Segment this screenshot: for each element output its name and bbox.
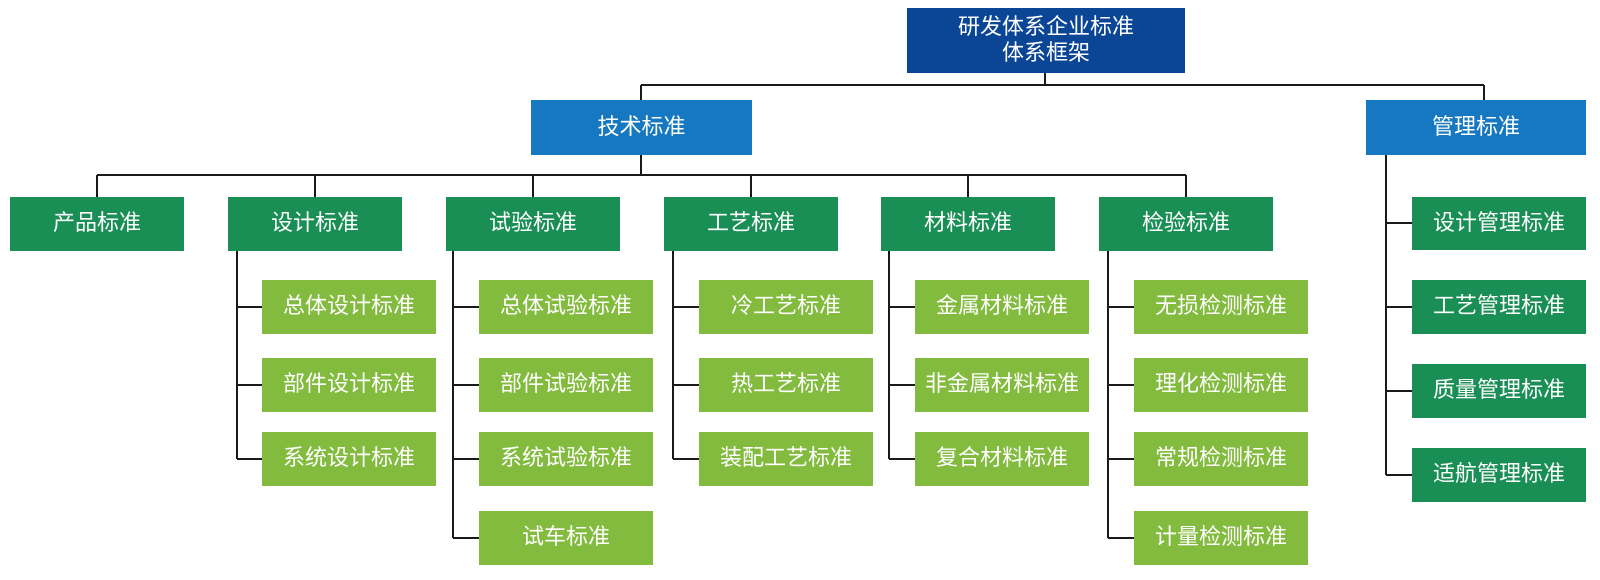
item-composite-material-standard: 复合材料标准 bbox=[915, 432, 1089, 486]
item-assembly-process-standard: 装配工艺标准 bbox=[699, 432, 873, 486]
root-title-line-2: 体系框架 bbox=[1001, 40, 1090, 66]
item-metrology-inspection-standard: 计量检测标准 bbox=[1134, 511, 1308, 565]
item-system-design-standard: 系统设计标准 bbox=[262, 432, 436, 486]
item-hot-process-standard: 热工艺标准 bbox=[699, 358, 873, 412]
root-node: 研发体系企业标准 体系框架 bbox=[907, 8, 1185, 73]
item-engine-test-standard: 试车标准 bbox=[479, 511, 653, 565]
group-process-standards: 工艺标准 bbox=[664, 197, 838, 251]
group-product-standards: 产品标准 bbox=[10, 197, 184, 251]
item-overall-test-standard: 总体试验标准 bbox=[479, 280, 653, 334]
item-nonmetal-material-standard: 非金属材料标准 bbox=[915, 358, 1089, 412]
item-quality-management-standard: 质量管理标准 bbox=[1412, 364, 1586, 418]
root-title-line-1: 研发体系企业标准 bbox=[957, 14, 1134, 40]
item-metal-material-standard: 金属材料标准 bbox=[915, 280, 1089, 334]
item-design-management-standard: 设计管理标准 bbox=[1412, 197, 1586, 250]
technical-standards-node: 技术标准 bbox=[531, 100, 752, 155]
item-physchem-inspection-standard: 理化检测标准 bbox=[1134, 358, 1308, 412]
group-design-standards: 设计标准 bbox=[228, 197, 402, 251]
item-airworthiness-management-standard: 适航管理标准 bbox=[1412, 448, 1586, 502]
item-component-test-standard: 部件试验标准 bbox=[479, 358, 653, 412]
item-process-management-standard: 工艺管理标准 bbox=[1412, 280, 1586, 334]
group-inspection-standards: 检验标准 bbox=[1099, 197, 1273, 251]
group-material-standards: 材料标准 bbox=[881, 197, 1055, 251]
item-overall-design-standard: 总体设计标准 bbox=[262, 280, 436, 334]
management-standards-node: 管理标准 bbox=[1366, 100, 1586, 155]
group-test-standards: 试验标准 bbox=[446, 197, 620, 251]
item-cold-process-standard: 冷工艺标准 bbox=[699, 280, 873, 334]
item-component-design-standard: 部件设计标准 bbox=[262, 358, 436, 412]
item-ndt-inspection-standard: 无损检测标准 bbox=[1134, 280, 1308, 334]
item-routine-inspection-standard: 常规检测标准 bbox=[1134, 432, 1308, 486]
item-system-test-standard: 系统试验标准 bbox=[479, 432, 653, 486]
